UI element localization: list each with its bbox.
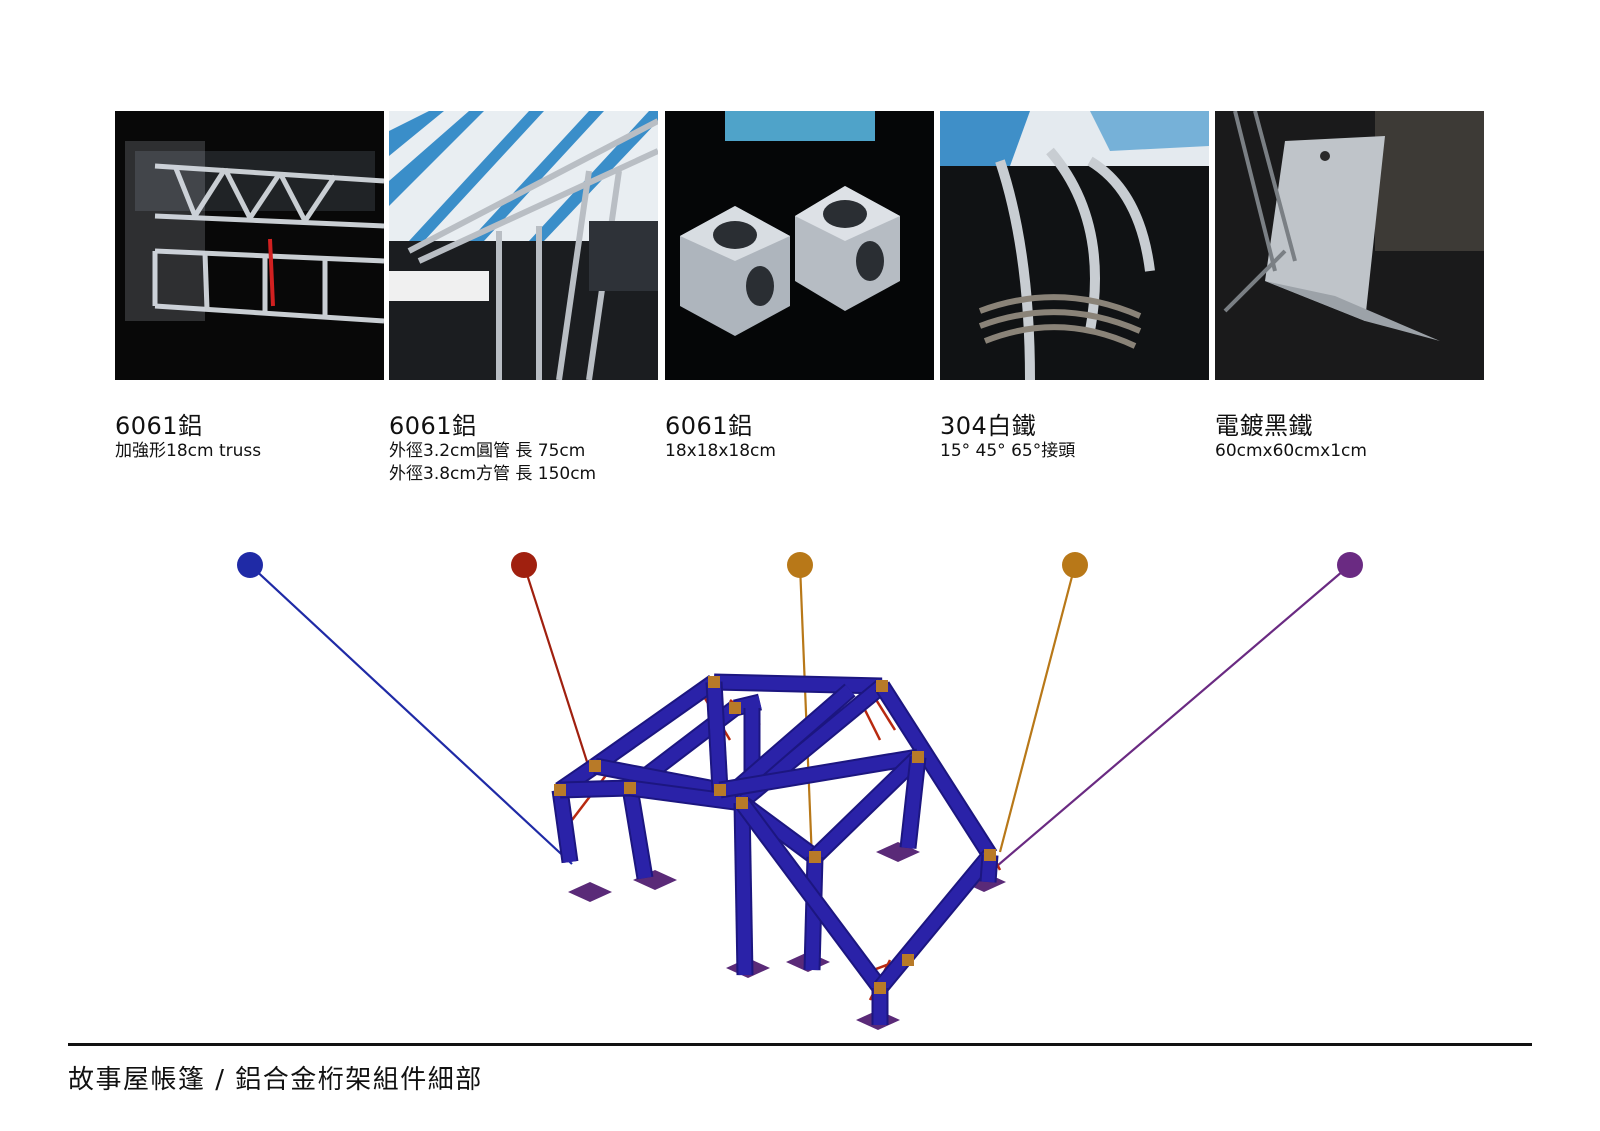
legend-dot	[787, 552, 813, 578]
photo-base-plate	[1215, 111, 1484, 380]
leader-line	[522, 564, 591, 769]
joint-node	[874, 982, 886, 994]
material-title: 6061鋁	[665, 412, 753, 440]
joint-node	[589, 760, 601, 772]
legend-dot	[511, 552, 537, 578]
spec-line: 加強形18cm truss	[115, 441, 262, 461]
material-title: 6061鋁	[389, 412, 477, 440]
frame-tube	[553, 789, 577, 863]
legend-dot	[1337, 552, 1363, 578]
frame-tube	[559, 781, 631, 797]
frame-tube	[591, 676, 718, 772]
joint-node	[902, 954, 914, 966]
caption-cube: 6061鋁 18x18x18cm	[665, 412, 935, 463]
legend-dot	[237, 552, 263, 578]
leader-line	[998, 564, 1077, 853]
frame-tube	[730, 685, 855, 795]
legend-dots	[237, 552, 1363, 578]
frame-tube	[707, 681, 727, 791]
frame-tube	[593, 759, 722, 797]
frame-tube	[629, 781, 743, 810]
frame-tube	[901, 756, 925, 849]
caption-tubes: 6061鋁 外徑3.2cm圓管 長 75cm 外徑3.8cm方管 長 150cm	[389, 412, 659, 486]
spec-line: 18x18x18cm	[665, 441, 776, 461]
leader-line	[989, 564, 1351, 873]
frame-tube	[736, 799, 886, 992]
frame-tube	[810, 752, 923, 862]
frame-tube	[805, 856, 822, 971]
leader-line	[249, 564, 573, 865]
joint-nodes	[554, 676, 996, 994]
frame-tube	[623, 786, 652, 880]
caption-truss: 6061鋁 加強形18cm truss	[115, 412, 385, 463]
photo-truss	[115, 111, 384, 380]
joint-node	[984, 849, 996, 861]
leader-line	[798, 564, 814, 861]
frame-tube	[713, 675, 883, 693]
joint-node	[912, 751, 924, 763]
material-title: 304白鐵	[940, 412, 1037, 440]
leader-lines	[249, 564, 1351, 873]
spec-line: 外徑3.8cm方管 長 150cm	[389, 464, 597, 484]
footer-rule	[68, 1043, 1532, 1046]
spec-line: 15° 45° 65°接頭	[940, 441, 1076, 461]
joint-node	[554, 784, 566, 796]
base-plate	[568, 882, 612, 902]
joint-node	[876, 680, 888, 692]
joint-node	[736, 797, 748, 809]
photo-cube-joints	[665, 111, 934, 380]
footer-title: 故事屋帳篷 / 鋁合金桁架組件細部	[68, 1065, 483, 1095]
joint-node	[729, 702, 741, 714]
legend-dot	[1062, 552, 1088, 578]
frame-tubes	[551, 673, 999, 1025]
material-title: 電鍍黑鐵	[1215, 412, 1313, 440]
frame-tube	[876, 682, 996, 859]
frame-tube	[735, 802, 752, 976]
spec-line: 外徑3.2cm圓管 長 75cm	[389, 441, 586, 461]
joint-node	[708, 676, 720, 688]
joint-node	[714, 784, 726, 796]
caption-joint: 304白鐵 15° 45° 65°接頭	[940, 412, 1210, 463]
joint-node	[624, 782, 636, 794]
photo-tent-frame	[389, 111, 658, 380]
material-title: 6061鋁	[115, 412, 203, 440]
spec-line: 60cmx60cmx1cm	[1215, 441, 1367, 461]
frame-tube	[718, 750, 920, 797]
caption-plate: 電鍍黑鐵 60cmx60cmx1cm	[1215, 412, 1485, 463]
frame-tube	[874, 850, 996, 993]
joint-node	[809, 851, 821, 863]
photo-steel-joint	[940, 111, 1209, 380]
